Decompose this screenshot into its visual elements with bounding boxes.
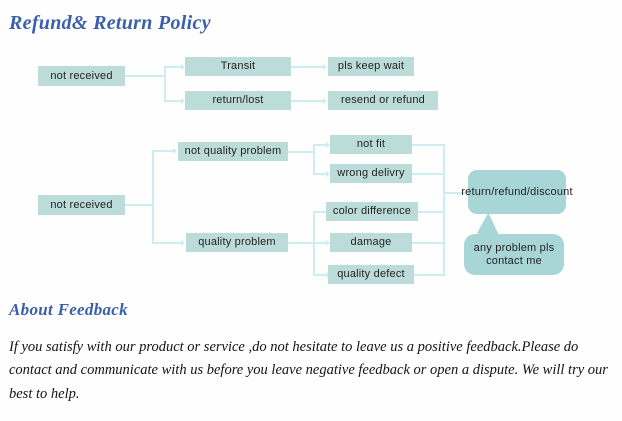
flow-node-quality-problem: quality problem (186, 233, 288, 252)
connector-notquality-stub (288, 151, 314, 153)
flow-node-color-difference: color difference (326, 202, 418, 221)
connector-root-bottom-stub (125, 204, 153, 206)
section-title-about-feedback: About Feedback (9, 300, 128, 319)
connector-merge-to-resolution (443, 192, 469, 194)
connector-merge-not-fit (412, 144, 444, 146)
callout-tail-icon (476, 211, 503, 237)
flow-node-quality-defect: quality defect (328, 265, 414, 284)
flow-node-not-received-top: not received (38, 66, 125, 86)
connector-notquality-reason-2 (313, 173, 327, 175)
arrow-transit-outcome (323, 64, 327, 70)
flow-node-transit: Transit (185, 57, 291, 76)
arrow-top-branch-2 (181, 98, 185, 104)
connector-merge-wrong-delivry (412, 173, 444, 175)
connector-quality-reason-3 (313, 274, 327, 276)
flow-node-pls-keep-wait: pls keep wait (328, 57, 414, 76)
flow-node-callout-contact-me: any problem pls contact me (464, 234, 564, 275)
arrow-return-lost-outcome (323, 98, 327, 104)
arrow-top-branch-1 (181, 64, 185, 70)
connector-notquality-spine (313, 145, 315, 175)
page-title-refund-return-policy: Refund& Return Policy (9, 12, 211, 34)
flow-node-not-quality-problem: not quality problem (178, 142, 288, 161)
flow-node-damage: damage (330, 233, 412, 252)
connector-quality-reason-1 (313, 211, 327, 213)
connector-root-top-branch-2 (164, 100, 182, 102)
connector-root-bottom-spine (152, 151, 154, 244)
connector-root-top-branch-1 (164, 66, 182, 68)
arrow-bottom-branch-1 (173, 148, 177, 154)
connector-merge-spine (443, 144, 445, 276)
connector-quality-stub (288, 242, 314, 244)
connector-notquality-reason-1 (313, 144, 327, 146)
connector-merge-damage (412, 242, 444, 244)
arrow-notquality-reason-1 (326, 142, 330, 148)
connector-merge-quality-defect (414, 274, 444, 276)
flow-node-return-refund-discount: return/refund/discount (461, 170, 573, 214)
arrow-notquality-reason-2 (326, 171, 330, 177)
connector-root-bottom-branch-2 (152, 242, 182, 244)
connector-merge-color-difference (418, 211, 444, 213)
connector-root-top-stub (125, 75, 165, 77)
flow-node-not-fit: not fit (330, 135, 412, 154)
flow-node-not-received-bottom: not received (38, 195, 125, 215)
flow-node-wrong-delivry: wrong delivry (330, 164, 412, 183)
feedback-paragraph: If you satisfy with our product or servi… (9, 339, 608, 402)
connector-root-top-spine (164, 67, 166, 102)
connector-root-bottom-branch-1 (152, 150, 174, 152)
flow-node-resend-or-refund: resend or refund (328, 91, 438, 110)
flow-node-return-lost: return/lost (185, 91, 291, 110)
arrow-quality-reason-2 (326, 240, 330, 246)
connector-quality-reason-2 (313, 242, 327, 244)
arrow-bottom-branch-2 (181, 240, 185, 246)
connector-return-lost-to-outcome (291, 100, 324, 102)
connector-transit-to-outcome (291, 66, 324, 68)
